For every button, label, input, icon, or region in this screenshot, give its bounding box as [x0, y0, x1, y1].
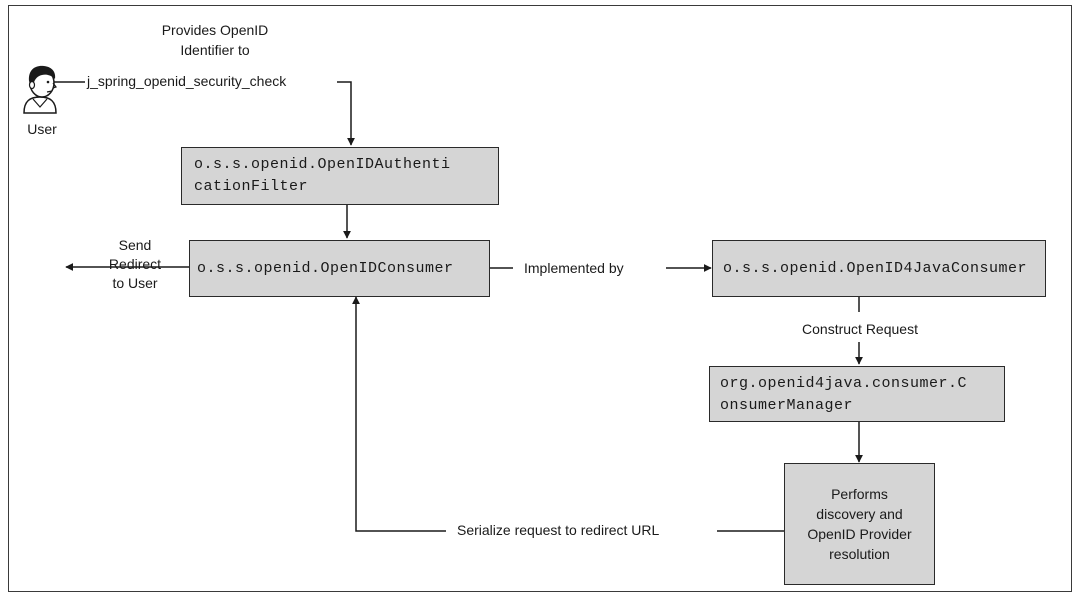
serialize-request-label: Serialize request to redirect URL [457, 522, 660, 538]
serialize-label-to-consumer-arrow [352, 296, 446, 532]
user-icon [20, 63, 60, 115]
provides-openid-label: Provides OpenID Identifier to [161, 22, 269, 58]
construct-request-label: Construct Request [802, 321, 918, 337]
user-label: User [27, 121, 57, 137]
consumer-manager-box: org.openid4java.consumer.C onsumerManage… [709, 366, 1005, 422]
discovery-box: Performs discovery and OpenID Provider r… [784, 463, 935, 585]
openid4java-consumer-box: o.s.s.openid.OpenID4JavaConsumer [712, 240, 1046, 297]
security-check-label: j_spring_openid_security_check [87, 73, 287, 89]
authentication-filter-box: o.s.s.openid.OpenIDAuthenti cationFilter [181, 147, 499, 205]
send-redirect-label: Send Redirect to User [108, 237, 162, 291]
implemented-by-label: Implemented by [524, 260, 624, 276]
security-check-to-filter-arrow [337, 81, 355, 146]
openid-consumer-box: o.s.s.openid.OpenIDConsumer [189, 240, 490, 297]
